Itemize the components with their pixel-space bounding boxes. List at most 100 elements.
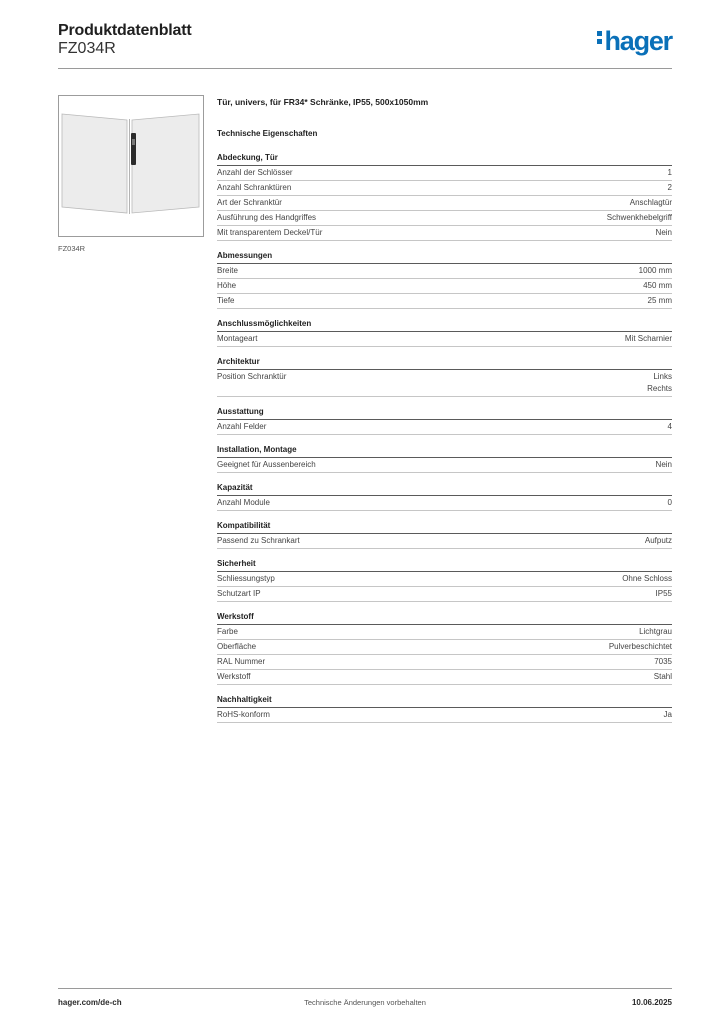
properties-heading: Technische Eigenschaften	[217, 129, 318, 138]
property-value: Ja	[664, 709, 672, 721]
section-title: Werkstoff	[217, 611, 672, 625]
property-value: Nein	[656, 227, 672, 239]
product-content: Tür, univers, für FR34* Schränke, IP55, …	[217, 97, 672, 732]
property-value-line: Schwenkhebelgriff	[606, 213, 672, 222]
property-label: Passend zu Schrankart	[217, 535, 300, 545]
property-value-line: Aufputz	[644, 535, 672, 545]
property-label: Mit transparentem Deckel/Tür	[217, 228, 323, 237]
property-value-line: IP55	[655, 588, 672, 598]
property-value: Nein	[656, 459, 672, 471]
section-title: Nachhaltigkeit	[217, 694, 672, 708]
property-row: RAL Nummer 7035	[217, 655, 672, 670]
property-value: 7035	[654, 656, 672, 668]
property-label: RAL Nummer	[217, 656, 266, 666]
property-row: Breite 1000 mm	[217, 264, 672, 279]
property-row: Ausführung des Handgriffes Schwenkhebelgr…	[217, 211, 672, 226]
property-value: Aufputz	[645, 535, 672, 547]
property-value: 25 mm	[648, 295, 672, 307]
cabinet-door-illustration	[61, 113, 200, 214]
footer-date: 10.06.2025	[631, 998, 672, 1007]
property-value: 4	[668, 421, 672, 433]
property-value-line: Nein	[655, 228, 672, 237]
property-label: Oberfläche	[217, 641, 257, 651]
section-title: Kapazität	[217, 482, 672, 496]
section-title: Kompatibilität	[217, 520, 672, 534]
doc-title: Produktdatenblatt	[58, 22, 192, 39]
property-label: Schutzart IP	[217, 588, 261, 598]
property-row: Schutzart IP IP55	[217, 587, 672, 602]
section-title: Architektur	[217, 356, 672, 370]
property-label: Anzahl der Schlösser	[217, 168, 293, 177]
property-value: Stahl	[654, 671, 672, 683]
section-title: Sicherheit	[217, 558, 672, 572]
property-label: Anzahl Module	[217, 497, 270, 507]
image-caption: FZ034R	[58, 244, 86, 253]
property-value-line: 0	[667, 497, 672, 507]
property-row: Mit transparentem Deckel/Tür Nein	[217, 226, 672, 241]
property-value-line: Ohne Schloss	[622, 573, 672, 583]
property-value: 0	[668, 497, 672, 509]
property-row: Tiefe 25 mm	[217, 294, 672, 309]
section-title: Installation, Montage	[217, 444, 672, 458]
property-label: Anzahl Schranktüren	[217, 183, 292, 192]
property-value-line: Ja	[663, 709, 672, 719]
property-row: Oberfläche Pulverbeschichtet	[217, 640, 672, 655]
property-label: Geeignet für Aussenbereich	[217, 459, 316, 469]
property-row: Schliessungstyp Ohne Schloss	[217, 572, 672, 587]
logo-colon-icon	[597, 28, 603, 47]
property-value-line: Pulverbeschichtet	[608, 641, 672, 651]
footer-notice: Technische Änderungen vorbehalten	[304, 998, 426, 1007]
property-value: 1	[668, 167, 672, 179]
property-value-line: Rechts	[647, 383, 672, 393]
property-label: Schliessungstyp	[217, 573, 275, 583]
property-label: Tiefe	[217, 296, 235, 305]
product-description: Tür, univers, für FR34* Schränke, IP55, …	[217, 97, 429, 107]
property-value-line: 4	[667, 421, 672, 431]
page-footer: hager.com/de-ch Technische Änderungen vo…	[58, 988, 672, 1007]
property-row: Anzahl Module 0	[217, 496, 672, 511]
property-value: IP55	[656, 588, 672, 600]
property-value: Schwenkhebelgriff	[607, 212, 672, 224]
property-value: 450 mm	[643, 280, 672, 292]
property-value: Mit Scharnier	[625, 333, 672, 345]
property-row: Montageart Mit Scharnier	[217, 332, 672, 347]
property-row: RoHS-konform Ja	[217, 708, 672, 723]
property-label: Montageart	[217, 334, 258, 343]
section-title: Anschlussmöglichkeiten	[217, 318, 672, 332]
property-row: Passend zu Schrankart Aufputz	[217, 534, 672, 549]
property-value: Lichtgrau	[639, 626, 672, 638]
property-label: Breite	[217, 266, 238, 275]
property-value: Anschlagtür	[630, 197, 672, 209]
property-value-line: 1000 mm	[638, 266, 672, 275]
property-label: Farbe	[217, 626, 238, 636]
property-value-line: Stahl	[653, 671, 672, 681]
logo-text: hager	[604, 26, 673, 56]
property-label: RoHS-konform	[217, 709, 270, 719]
property-label: Art der Schranktür	[217, 198, 282, 207]
property-value-line: Mit Scharnier	[624, 334, 672, 343]
property-label: Ausführung des Handgriffes	[217, 213, 317, 222]
property-row: Anzahl der Schlösser 1	[217, 166, 672, 181]
property-value-line: Anschlagtür	[629, 198, 672, 207]
property-value-line: 1	[667, 168, 672, 177]
footer-website-link[interactable]: hager.com/de-ch	[58, 998, 122, 1007]
property-value-line: Links	[653, 372, 672, 381]
property-label: Position Schranktür	[217, 372, 287, 381]
header-divider	[58, 68, 672, 69]
section-title: Abmessungen	[217, 250, 672, 264]
property-row: Farbe Lichtgrau	[217, 625, 672, 640]
